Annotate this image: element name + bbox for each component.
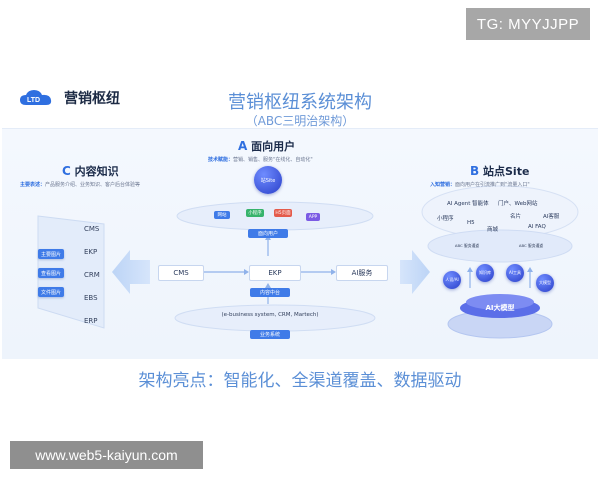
service-channel-left: ABC 服务通道 (454, 243, 480, 248)
architecture-highlight: 架构亮点：智能化、全渠道覆盖、数据驱动 (138, 371, 462, 391)
section-c-note-text: 产品服务介绍、业务知识、客户后台体验等 (45, 182, 141, 188)
business-system-caption: (e-business system, CRM, Martech) (221, 312, 319, 318)
service-channel-right: ABC 服务通道 (518, 243, 544, 248)
arrow-left (112, 250, 150, 294)
section-c-box-2: 查看图片 (38, 268, 64, 278)
ai-model-base-label: AI大模型 (485, 304, 515, 312)
channel-chip-app: APP (306, 213, 320, 221)
flow-arrows (37, 173, 579, 339)
section-a-note-key: 技术赋能： (208, 157, 234, 163)
flow-box-cms: CMS (158, 265, 204, 281)
section-a-label: 面向用户 (251, 140, 296, 153)
section-a-note-text: 营销、销售、服务"在线化、自动化" (233, 157, 313, 163)
channel-chip-h5: H5页面 (274, 209, 292, 217)
site-word-mall: 商城 (487, 227, 499, 233)
logo-text: 营销枢纽 (64, 91, 120, 107)
system-label-crm: CRM (84, 271, 100, 279)
watermark-bottom: www.web5-kaiyun.com (10, 441, 203, 469)
section-b-note-text: 面向用户在引流推广到"流量入口" (455, 182, 530, 188)
section-c-title: C 内容知识 (62, 163, 119, 179)
channel-chip-web: 网站 (214, 211, 230, 219)
section-c-label: 内容知识 (74, 165, 119, 178)
section-b-note-key: 入知营销： (430, 182, 456, 188)
channel-chip-miniprogram: 小程序 (246, 209, 264, 217)
site-word-portal: 门户、Web网站 (498, 201, 538, 207)
site-word-h5: H5 (467, 220, 475, 226)
model-orb-3: AI工具 (506, 264, 524, 282)
flow-box-ekp: EKP (249, 265, 301, 281)
section-c-box-3: 文件图片 (38, 287, 64, 297)
cloud-logo-icon: LTD (20, 90, 52, 105)
section-a-title: A 面向用户 (238, 138, 295, 154)
system-label-ekp: EKP (84, 248, 98, 256)
business-system-pill: 业务系统 (250, 330, 290, 339)
site-word-agent: AI Agent 智能体 (447, 201, 489, 207)
user-pill: 面向用户 (248, 229, 288, 238)
system-label-cms: CMS (84, 225, 100, 233)
system-label-ebs: EBS (84, 294, 98, 302)
model-orb-1: 人设/AI (443, 271, 461, 289)
section-b-letter: B (470, 164, 480, 178)
site-word-ai-faq: AI FAQ (528, 224, 546, 230)
flow-box-ai-service: AI服务 (336, 265, 388, 281)
page-title: 营销枢纽系统架构 (228, 92, 372, 113)
brand-logo: LTD 营销枢纽 (18, 88, 120, 108)
content-platform-pill: 内容中台 (250, 288, 290, 297)
system-label-erp: ERP (84, 317, 98, 325)
page-subtitle: （ABC三明治架构） (245, 114, 355, 128)
section-c-box-1: 主要图片 (38, 249, 64, 259)
model-orb-2: 知识库 (476, 264, 494, 282)
section-c-note-key: 主要表述： (20, 182, 46, 188)
site-word-ai-service: AI客服 (543, 214, 560, 220)
section-a-letter: A (238, 139, 248, 153)
site-node: 站Site (254, 166, 282, 194)
site-word-card: 名片 (510, 214, 522, 220)
arrow-right (400, 250, 430, 294)
site-word-miniprogram: 小程序 (437, 216, 454, 222)
section-c-note: 主要表述：产品服务介绍、业务知识、客户后台体验等 (20, 181, 140, 188)
svg-text:LTD: LTD (27, 97, 40, 104)
watermark-top: TG: MYYJJPP (466, 8, 590, 40)
section-b-note: 入知营销：面向用户在引流推广到"流量入口" (430, 181, 530, 188)
section-b-label: 站点Site (483, 165, 530, 178)
section-c-letter: C (62, 164, 71, 178)
section-a-note: 技术赋能：营销、销售、服务"在线化、自动化" (208, 156, 313, 163)
section-b-title: B 站点Site (470, 163, 529, 179)
model-orb-4: 大模型 (536, 274, 554, 292)
